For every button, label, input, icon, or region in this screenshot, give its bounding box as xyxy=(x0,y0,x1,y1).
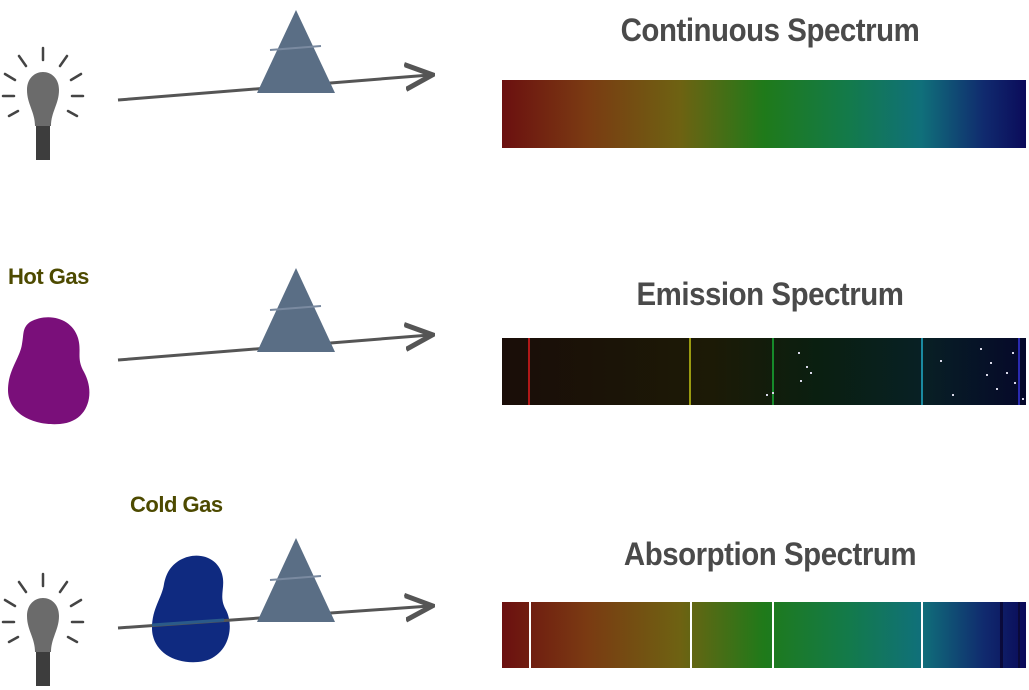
lamp-row-1 xyxy=(1,46,85,160)
absorption-line-2 xyxy=(690,602,692,668)
light-bulb-icon xyxy=(1,46,85,160)
emission-line-green xyxy=(772,338,774,405)
continuous-spectrum-title: Continuous Spectrum xyxy=(620,12,920,48)
absorption-line-4 xyxy=(921,602,923,668)
hot-gas-label: Hot Gas xyxy=(8,264,89,289)
prism-icon xyxy=(257,268,335,352)
emission-line-blue xyxy=(1018,338,1020,405)
absorption-line-5 xyxy=(1000,602,1003,668)
cold-gas-label: Cold Gas xyxy=(130,492,223,517)
absorption-spectrum-band xyxy=(502,602,1026,668)
prism-icon xyxy=(257,538,335,622)
continuous-spectrum-band xyxy=(502,80,1026,148)
lamp-row-3 xyxy=(1,572,85,686)
emission-line-cyan xyxy=(921,338,923,405)
light-bulb-icon xyxy=(1,572,85,686)
emission-line-red xyxy=(528,338,530,405)
cold-gas-cloud-icon xyxy=(152,555,230,663)
absorption-spectrum-title: Absorption Spectrum xyxy=(623,536,917,572)
absorption-line-3 xyxy=(772,602,774,668)
hot-gas-cloud-icon xyxy=(8,317,90,425)
absorption-line-1 xyxy=(529,602,531,668)
absorption-line-6 xyxy=(1018,602,1020,668)
emission-spectrum-title: Emission Spectrum xyxy=(636,276,904,312)
prism-icon xyxy=(257,10,335,93)
emission-line-yellow xyxy=(689,338,691,405)
emission-spectrum-band xyxy=(502,338,1026,405)
